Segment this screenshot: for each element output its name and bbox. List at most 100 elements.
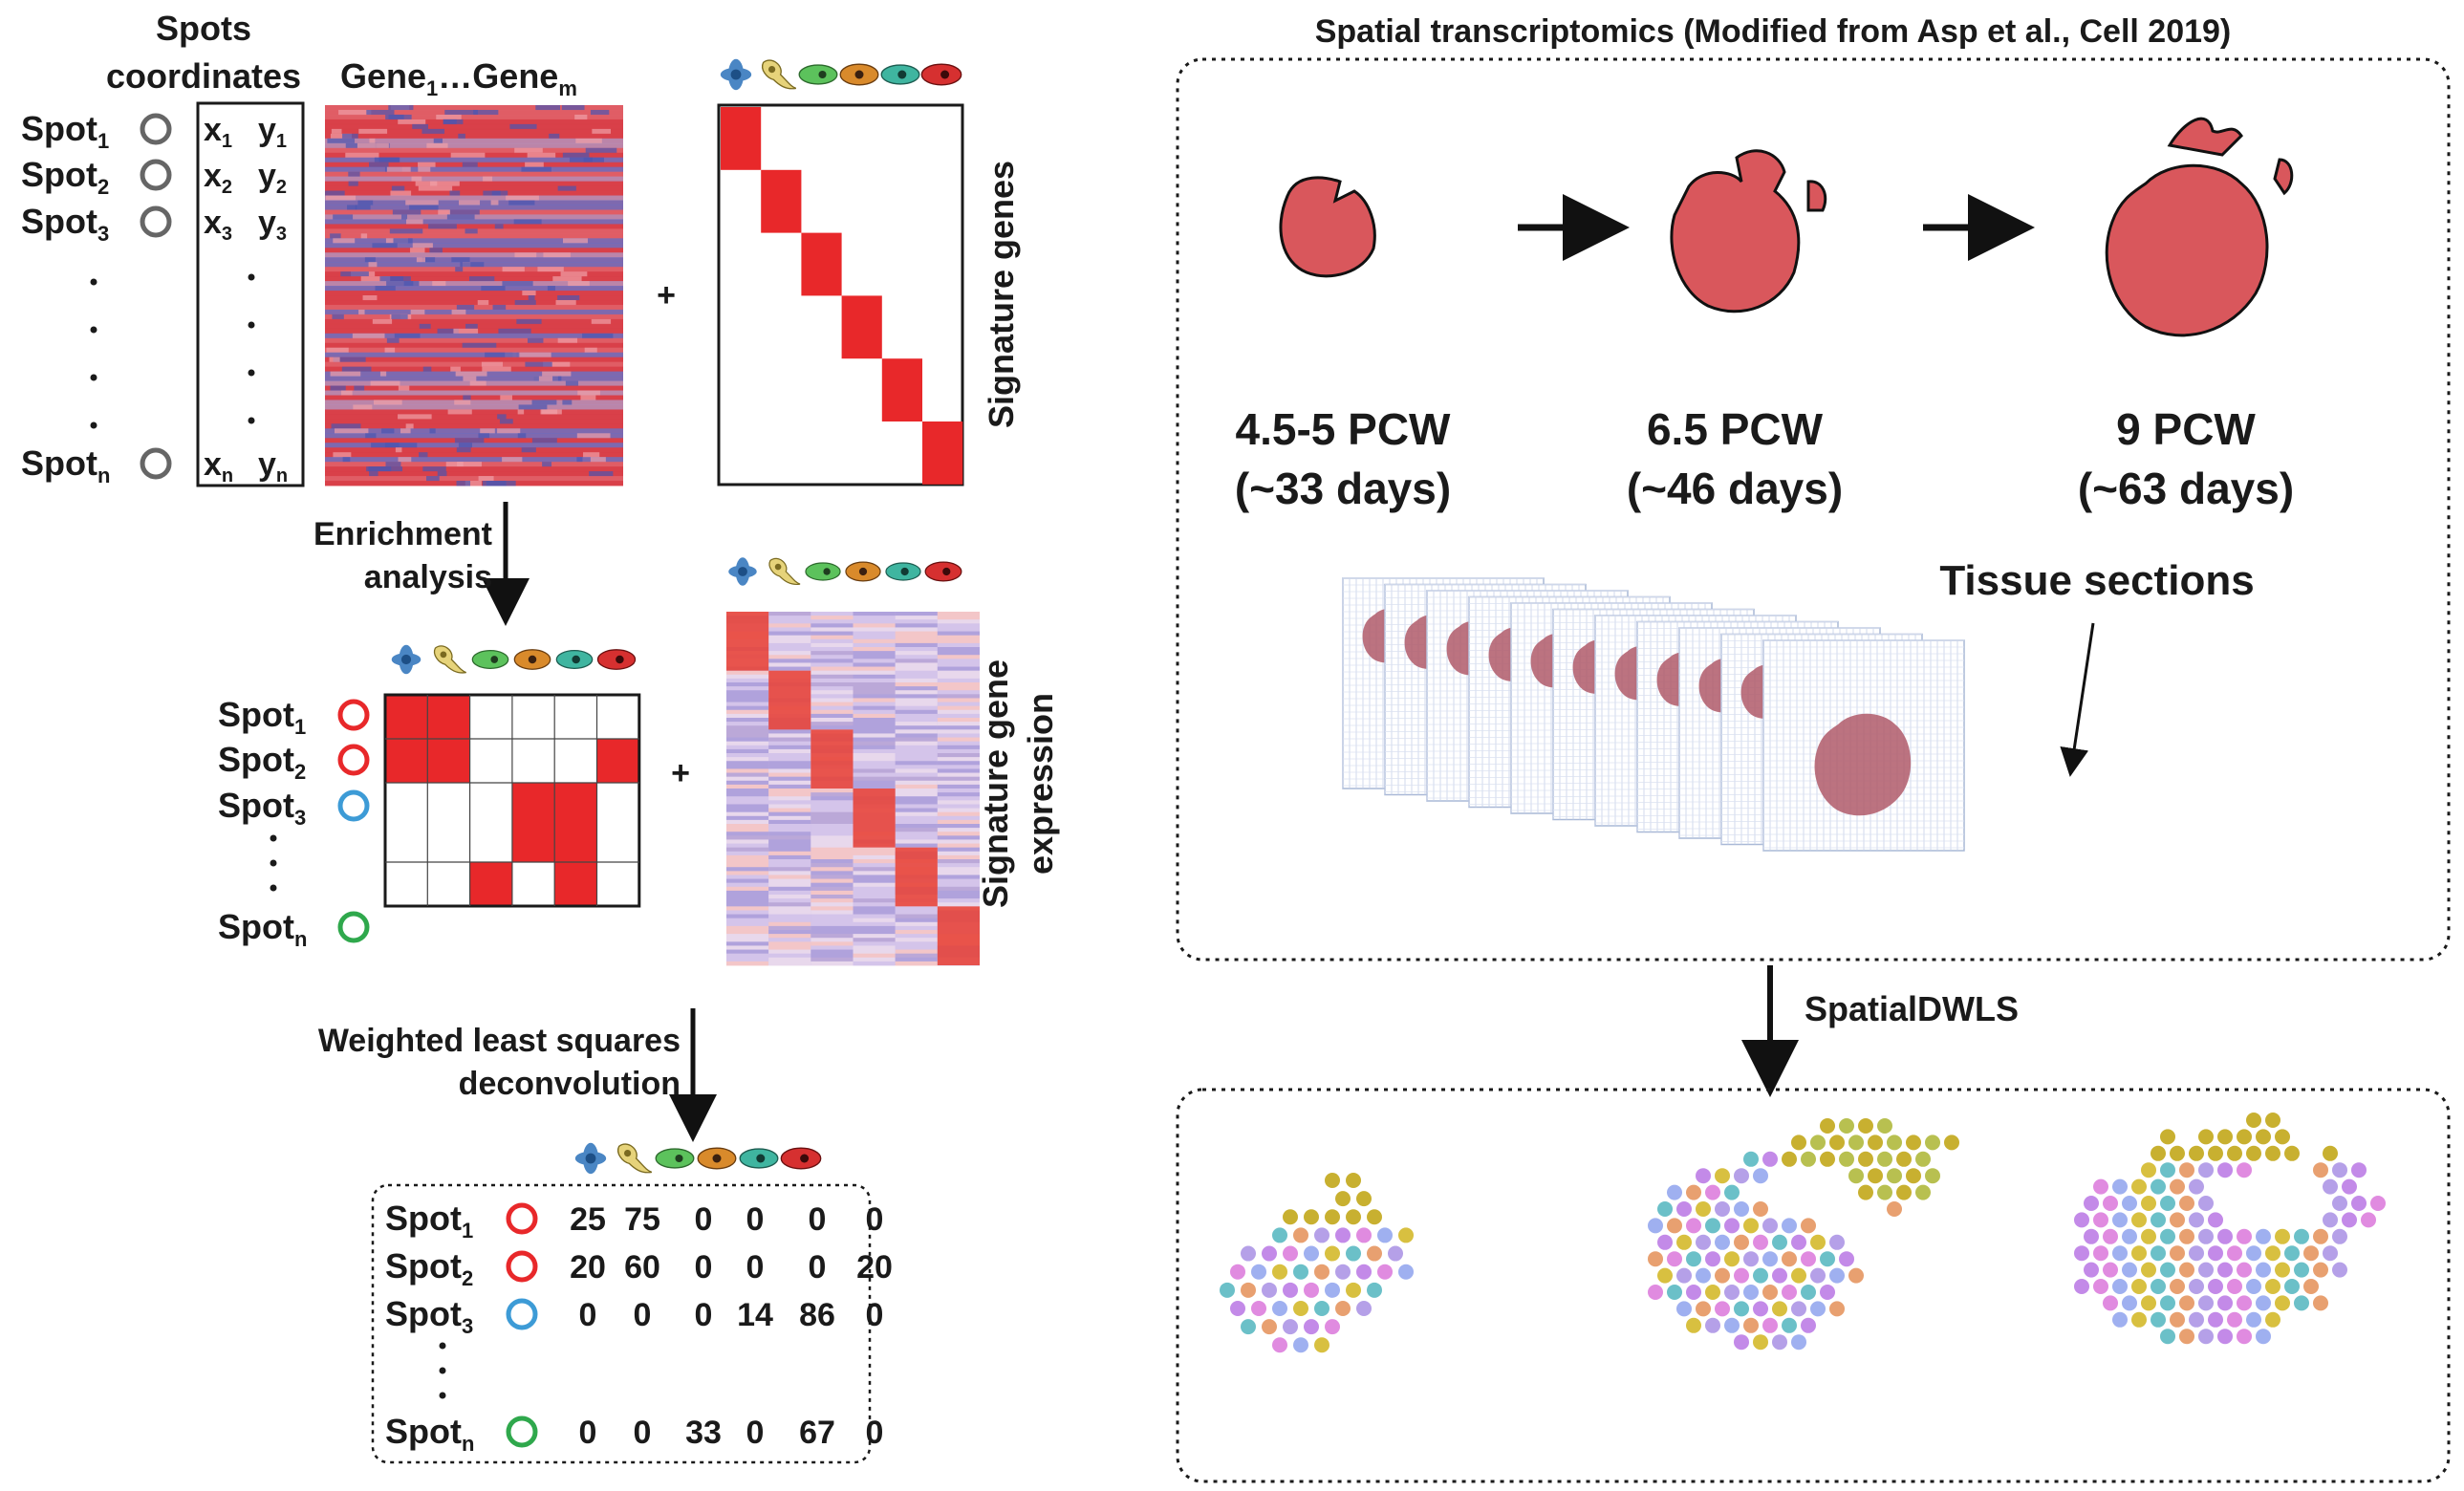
- heatmap-row: [325, 423, 623, 429]
- expression-cell: [853, 682, 896, 687]
- expression-cell: [937, 871, 980, 875]
- heatmap-cell: [415, 181, 438, 187]
- heatmap-cell: [437, 328, 459, 335]
- deconvolved-spot: [2093, 1212, 2108, 1228]
- heatmap-cell: [391, 185, 405, 192]
- expression-diagonal-block: [768, 670, 811, 730]
- expression-cell: [895, 800, 938, 805]
- deconvolved-spot: [2275, 1228, 2290, 1244]
- expression-cell: [768, 882, 811, 888]
- result-spot-label: Spot2: [385, 1246, 473, 1290]
- deconvolved-spot: [2151, 1178, 2166, 1195]
- signature-block: [761, 169, 802, 233]
- heatmap-cell: [433, 138, 443, 144]
- deconvolved-spot: [2237, 1262, 2252, 1278]
- expression-cell: [853, 921, 896, 927]
- expression-cell: [768, 949, 811, 955]
- deconvolved-spot: [1388, 1245, 1403, 1262]
- heatmap-cell: [333, 452, 352, 458]
- expression-cell: [811, 890, 854, 896]
- expression-cell: [768, 925, 811, 931]
- deconvolved-spot: [2112, 1279, 2128, 1294]
- heatmap-row: [325, 166, 623, 173]
- heatmap-cell: [465, 228, 478, 234]
- coords-header-line1: Spots: [156, 9, 251, 48]
- heatmap-cell: [421, 257, 436, 263]
- expression-cell: [895, 953, 938, 959]
- deconvolved-spot: [1743, 1151, 1759, 1167]
- expression-cell: [768, 757, 811, 762]
- expression-cell: [811, 863, 854, 868]
- deconvolved-spot: [1346, 1209, 1361, 1225]
- expression-cell: [768, 772, 811, 778]
- expression-cell: [726, 718, 769, 723]
- enrichment-cell-filled: [554, 783, 597, 862]
- deconvolved-spot: [2284, 1245, 2300, 1262]
- expression-cell: [895, 961, 938, 966]
- expression-cell: [895, 713, 938, 719]
- heatmap-cell: [422, 366, 432, 373]
- expression-cell: [811, 796, 854, 801]
- heatmap-cell: [502, 281, 533, 287]
- expression-cell: [853, 961, 896, 966]
- orange-cell-icon: [845, 561, 881, 582]
- deconvolved-spot: [1314, 1337, 1329, 1353]
- heatmap-cell: [455, 371, 487, 378]
- expression-cell: [937, 800, 980, 805]
- proportion-value: 0: [866, 1415, 884, 1451]
- heatmap-cell: [574, 114, 588, 120]
- expression-cell: [937, 902, 980, 907]
- expression-cell: [853, 737, 896, 743]
- expression-cell: [895, 725, 938, 730]
- deconvolved-spot: [1705, 1317, 1720, 1333]
- deconvolved-spot: [1762, 1285, 1778, 1300]
- deconvolved-spot: [2084, 1262, 2099, 1278]
- expression-cell: [768, 890, 811, 896]
- deconvolved-spot: [1801, 1317, 1816, 1333]
- heatmap-cell: [333, 238, 356, 244]
- expression-cell: [768, 662, 811, 667]
- heatmap-cell: [463, 376, 477, 382]
- heatmap-cell: [370, 380, 400, 387]
- expression-cell: [768, 828, 811, 832]
- result-spot-marker: [506, 1202, 538, 1235]
- deconvolved-spot: [1241, 1245, 1256, 1262]
- result-spot-label: Spot1: [385, 1199, 473, 1242]
- green-cell-icon: [655, 1148, 695, 1169]
- deconvolved-spot: [1839, 1151, 1854, 1167]
- expression-cell: [768, 651, 811, 656]
- deconvolved-spot: [1293, 1264, 1308, 1280]
- deconvolved-spot: [2179, 1228, 2194, 1244]
- heatmap-cell: [340, 271, 369, 277]
- heatmap-cell: [331, 423, 361, 429]
- heatmap-cell: [565, 380, 579, 387]
- x-coordinate: x1: [204, 112, 232, 152]
- deconvolved-spot: [1335, 1300, 1351, 1316]
- expression-cell: [853, 895, 896, 899]
- expression-cell: [726, 863, 769, 868]
- expression-cell: [768, 930, 811, 935]
- heatmap-row: [325, 248, 623, 253]
- proportion-value: 0: [866, 1201, 884, 1238]
- expression-cell: [895, 789, 938, 793]
- deconvolved-spot: [1686, 1317, 1701, 1333]
- expression-cell: [853, 659, 896, 663]
- expression-cell: [937, 638, 980, 644]
- tissue-stage-2: [1670, 149, 1827, 313]
- proportion-value: 0: [579, 1415, 597, 1451]
- expression-cell: [937, 670, 980, 676]
- expression-cell: [768, 737, 811, 743]
- expression-cell: [937, 748, 980, 754]
- yellow-cell-icon: [433, 645, 467, 674]
- expression-cell: [726, 705, 769, 711]
- heatmap-cell: [583, 452, 600, 458]
- heatmap-cell: [358, 309, 365, 315]
- heatmap-cell: [577, 390, 600, 396]
- deconvolved-spot: [1743, 1317, 1759, 1333]
- expression-cell: [895, 757, 938, 762]
- heatmap-cell: [352, 333, 385, 339]
- deconvolved-spot: [1877, 1151, 1892, 1167]
- deconvolved-spot: [1829, 1301, 1845, 1317]
- enrichment-cell-filled: [427, 739, 470, 783]
- heatmap-cell: [538, 376, 553, 382]
